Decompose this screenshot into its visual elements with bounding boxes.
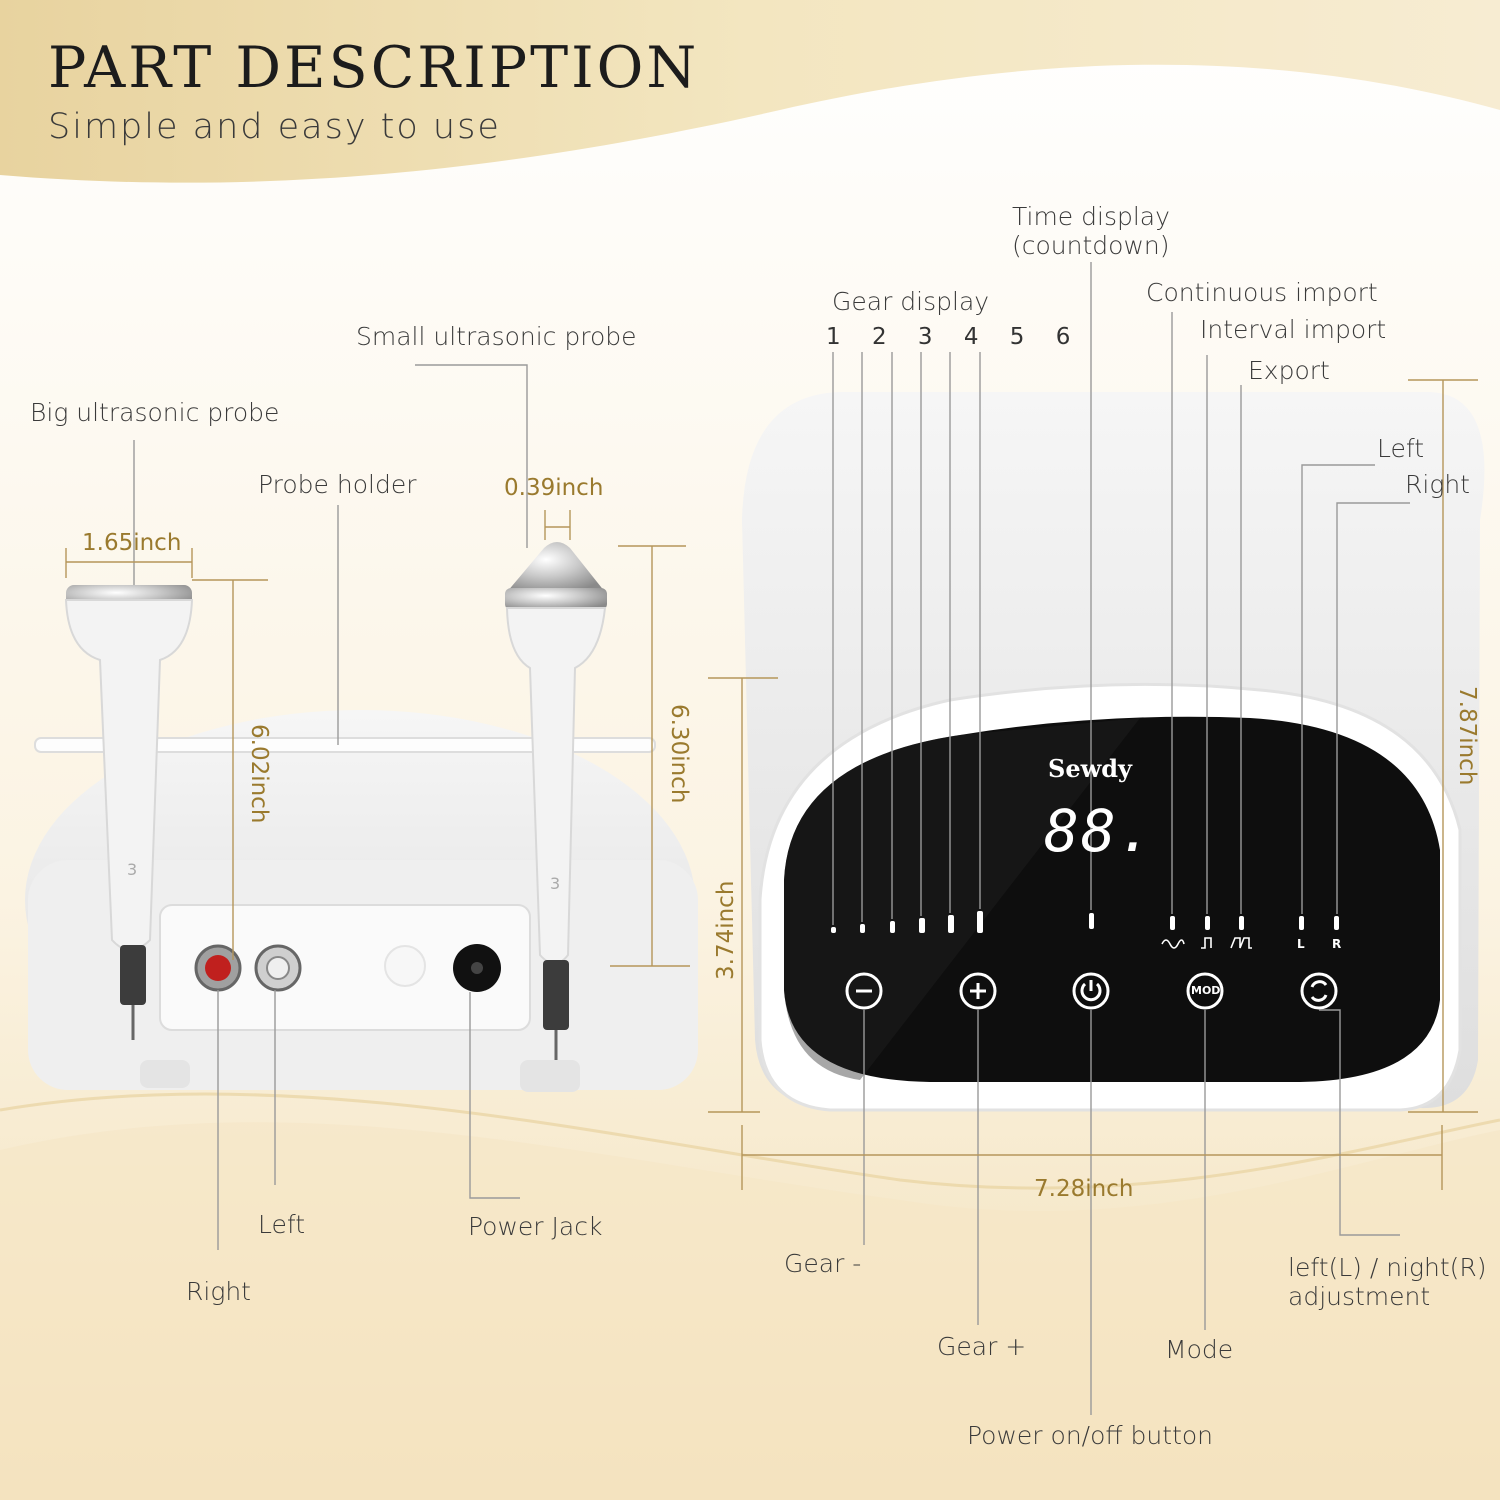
left-device xyxy=(25,710,698,1092)
label-power-jack: Power Jack xyxy=(468,1212,603,1241)
label-mode: Mode xyxy=(1165,1335,1234,1364)
time-display: 88. xyxy=(1044,797,1155,865)
label-right: Right xyxy=(1405,470,1470,499)
mode-button[interactable] xyxy=(1186,972,1224,1010)
right-device xyxy=(742,392,1485,1112)
callout-lines xyxy=(133,262,1410,1415)
small-probe-number: 3 xyxy=(550,874,561,893)
label-gear-display: Gear display xyxy=(832,287,990,316)
dim-small-probe-height: 6.30inch xyxy=(666,704,692,804)
dim-device-width: 7.28inch xyxy=(1034,1176,1134,1202)
label-right-port: Right xyxy=(186,1277,251,1306)
indicator-led xyxy=(384,945,426,987)
mode-icon xyxy=(1186,972,1224,1010)
dim-panel-height: 3.74inch xyxy=(713,880,739,980)
floor-wave-line xyxy=(0,1092,1500,1190)
header-band xyxy=(0,0,1500,183)
label-time-display: Time display (countdown) xyxy=(1012,202,1170,260)
lr-adjust-button[interactable] xyxy=(1300,972,1338,1010)
dimension-lines xyxy=(65,379,1478,1190)
label-big-probe: Big ultrasonic probe xyxy=(30,398,280,427)
floor-wave xyxy=(0,1122,1500,1500)
cycle-icon xyxy=(1310,980,1328,1002)
mode-indicators xyxy=(1089,913,1339,930)
dim-small-probe-width: 0.39inch xyxy=(504,475,604,501)
gear-minus-button[interactable] xyxy=(845,972,883,1010)
label-power-button: Power on/off button xyxy=(967,1421,1214,1450)
l-indicator-label: L xyxy=(1297,937,1305,951)
power-button[interactable] xyxy=(1072,972,1110,1010)
label-gear-plus: Gear + xyxy=(937,1332,1027,1361)
interval-pulse-icon xyxy=(1201,937,1212,949)
dim-big-probe-height: 6.02inch xyxy=(246,724,272,824)
mode-button-text: MOD xyxy=(1191,984,1221,997)
label-continuous-import: Continuous import xyxy=(1146,278,1378,307)
page-title: PART DESCRIPTION xyxy=(48,35,700,101)
gear-numbers: 1 2 3 4 5 6 xyxy=(826,324,1083,350)
label-small-probe: Small ultrasonic probe xyxy=(356,322,637,351)
label-export: Export xyxy=(1248,356,1330,385)
big-ultrasonic-probe[interactable] xyxy=(64,585,194,1040)
label-lr-adjustment: left(L) / night(R) adjustment xyxy=(1288,1253,1487,1311)
small-ultrasonic-probe[interactable] xyxy=(505,542,607,1060)
label-left-port: Left xyxy=(258,1210,306,1239)
gear-plus-button[interactable] xyxy=(959,972,997,1010)
page-subtitle: Simple and easy to use xyxy=(48,107,501,147)
brand-logo: Sewdy xyxy=(1048,754,1132,783)
mode-symbols xyxy=(1161,937,1252,949)
continuous-wave-icon xyxy=(1161,939,1185,949)
dim-device-height: 7.87inch xyxy=(1454,686,1480,786)
export-pulse-icon xyxy=(1230,937,1252,949)
big-probe-number: 3 xyxy=(127,860,138,879)
control-panel xyxy=(784,716,1440,1082)
label-gear-minus: Gear - xyxy=(784,1249,862,1278)
power-icon xyxy=(1080,982,1102,1002)
label-interval-import: Interval import xyxy=(1200,315,1387,344)
gear-display-indicators xyxy=(831,911,983,933)
label-probe-holder: Probe holder xyxy=(258,470,417,499)
r-indicator-label: R xyxy=(1332,937,1342,951)
dim-big-probe-width: 1.65inch xyxy=(82,530,182,556)
label-left: Left xyxy=(1377,434,1425,463)
